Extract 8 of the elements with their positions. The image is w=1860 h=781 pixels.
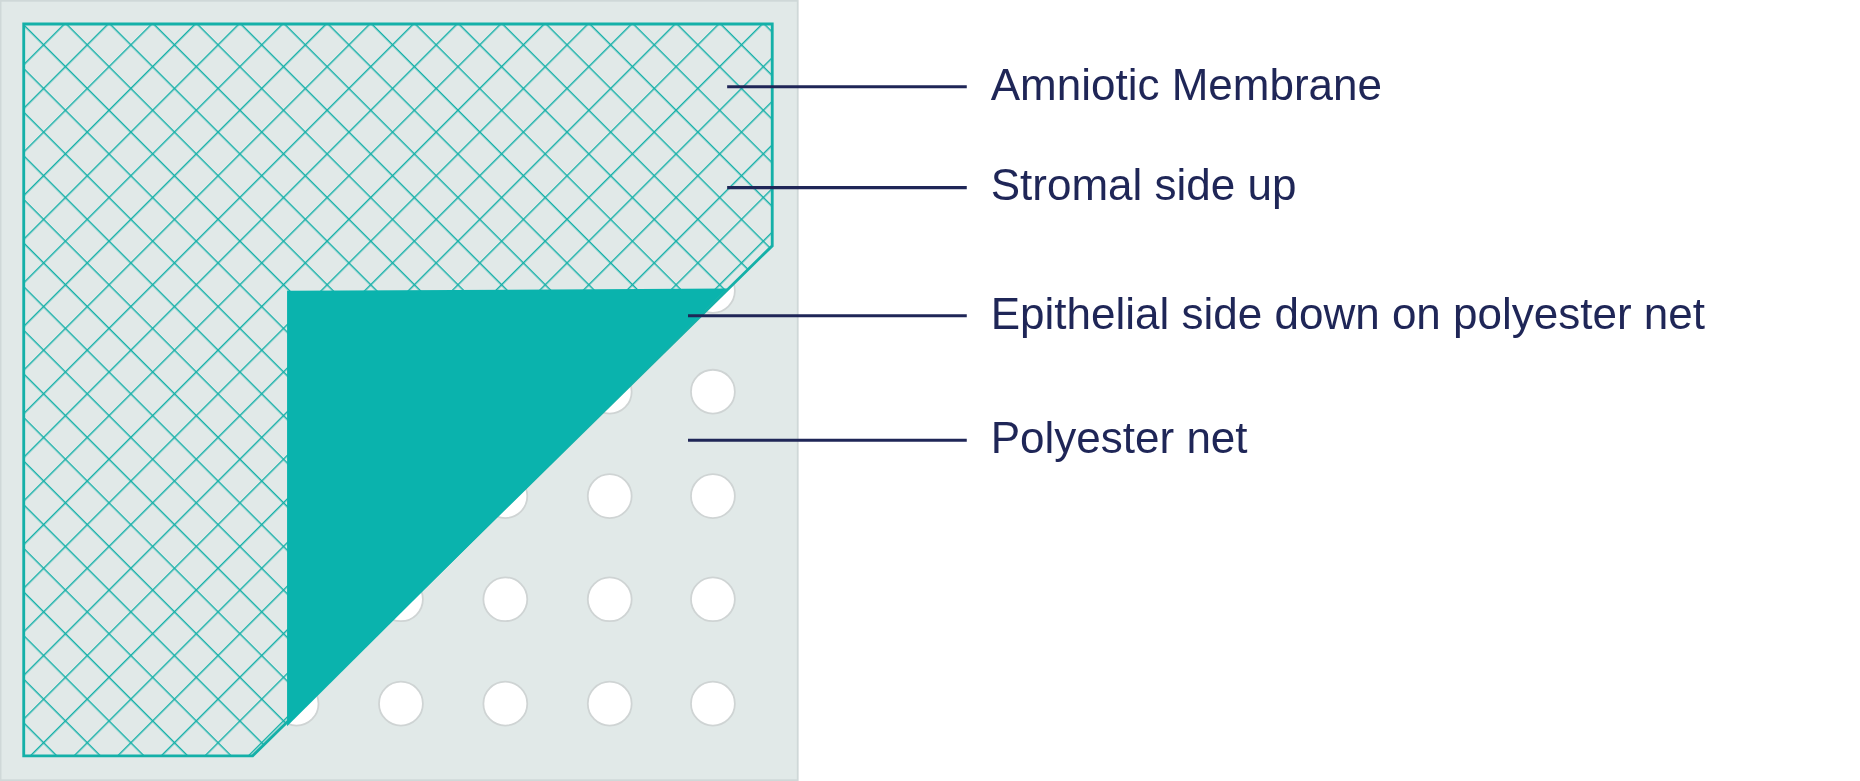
leader-line	[727, 186, 967, 190]
callout-label: Stromal side up	[990, 163, 1297, 208]
leader-line	[688, 438, 967, 442]
callout-label: Epithelial side down on polyester net	[990, 291, 1705, 336]
leader-line	[727, 85, 967, 89]
leader-line	[688, 314, 967, 318]
callout-label: Amniotic Membrane	[990, 62, 1383, 107]
callout-label: Polyester net	[990, 416, 1248, 461]
